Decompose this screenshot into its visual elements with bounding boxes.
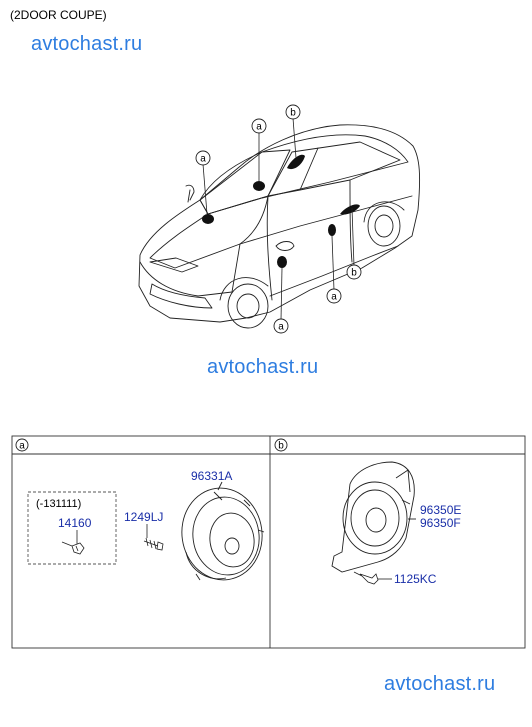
car-front-wheel xyxy=(227,283,269,329)
car-front-hub xyxy=(236,293,260,319)
callout-letter-b-top: b xyxy=(290,108,296,119)
callout-letter-b-side: b xyxy=(351,268,357,279)
screw-1125kc-icon xyxy=(353,571,379,585)
car-rocker xyxy=(269,245,399,297)
leader-b-top xyxy=(292,117,297,159)
callout-letter-a-door: a xyxy=(331,292,337,303)
speaker-dot-a-top xyxy=(253,181,265,191)
callout-letter-a-lower: a xyxy=(278,322,284,333)
callout-letter-a-top: a xyxy=(256,122,262,133)
car-body-outline xyxy=(138,124,421,323)
car-headlight xyxy=(149,257,199,273)
car-door-window-line xyxy=(299,147,319,191)
car-front-arch xyxy=(219,277,269,301)
part-number-14160: 14160 xyxy=(58,516,92,530)
car-rear-hub xyxy=(374,214,394,238)
leader-a-door xyxy=(331,235,335,291)
speaker-96331a-icon xyxy=(181,481,265,581)
callout-letter-a-front: a xyxy=(200,154,206,165)
speaker-dot-a-lower xyxy=(277,256,287,268)
diagram-title: (2DOOR COUPE) xyxy=(10,8,107,22)
car-roof xyxy=(199,134,409,215)
callout-circle-a-top xyxy=(251,118,267,134)
part-number-96350f: 96350F xyxy=(420,516,461,530)
part-number-1125kc: 1125KC xyxy=(394,572,437,586)
watermark-bottom: avtochast.ru xyxy=(384,673,496,695)
speaker-dot-a-door xyxy=(328,224,336,236)
panel-a-header-circle xyxy=(15,438,29,452)
car-mirror xyxy=(275,241,295,251)
car-hood xyxy=(149,195,269,269)
parts-table-frame xyxy=(11,435,526,649)
watermark-top: avtochast.ru xyxy=(31,33,143,55)
leader-a-front xyxy=(202,163,208,215)
leader-b-side xyxy=(351,207,355,267)
panel-a-header-letter: a xyxy=(19,441,25,452)
callout-circle-a-front xyxy=(195,150,211,166)
speaker-dot-b-side xyxy=(340,204,360,215)
car-door-edge xyxy=(266,195,273,301)
panel-b-header-letter: b xyxy=(278,441,284,452)
part-number-1249lj: 1249LJ xyxy=(124,510,164,524)
callout-circle-a-lower xyxy=(273,318,289,334)
callout-circle-a-door xyxy=(326,288,342,304)
car-rear-wheel xyxy=(367,205,401,247)
callout-circle-b-top xyxy=(285,104,301,120)
panel-a-date-note: (-131111) xyxy=(36,498,82,510)
part-number-96350e: 96350E xyxy=(420,503,462,517)
panel-b-header-circle xyxy=(274,438,288,452)
speaker-dot-b-top xyxy=(287,154,305,170)
callout-circle-b-side xyxy=(346,264,362,280)
part-number-96331a: 96331A xyxy=(191,469,233,483)
car-door-rear-edge xyxy=(349,179,353,263)
car-side-crease xyxy=(239,195,413,245)
watermark-middle: avtochast.ru xyxy=(207,356,319,378)
car-rear-arch xyxy=(363,201,405,223)
car-front-bumper xyxy=(139,243,241,297)
screw-1249lj-icon xyxy=(143,537,164,551)
speaker-96350e-icon xyxy=(331,461,416,573)
speaker-dot-a-front xyxy=(202,214,214,224)
clip-14160-icon xyxy=(61,541,85,555)
car-grille xyxy=(149,283,213,309)
leader-a-lower xyxy=(280,267,283,321)
car-antenna xyxy=(185,184,195,203)
